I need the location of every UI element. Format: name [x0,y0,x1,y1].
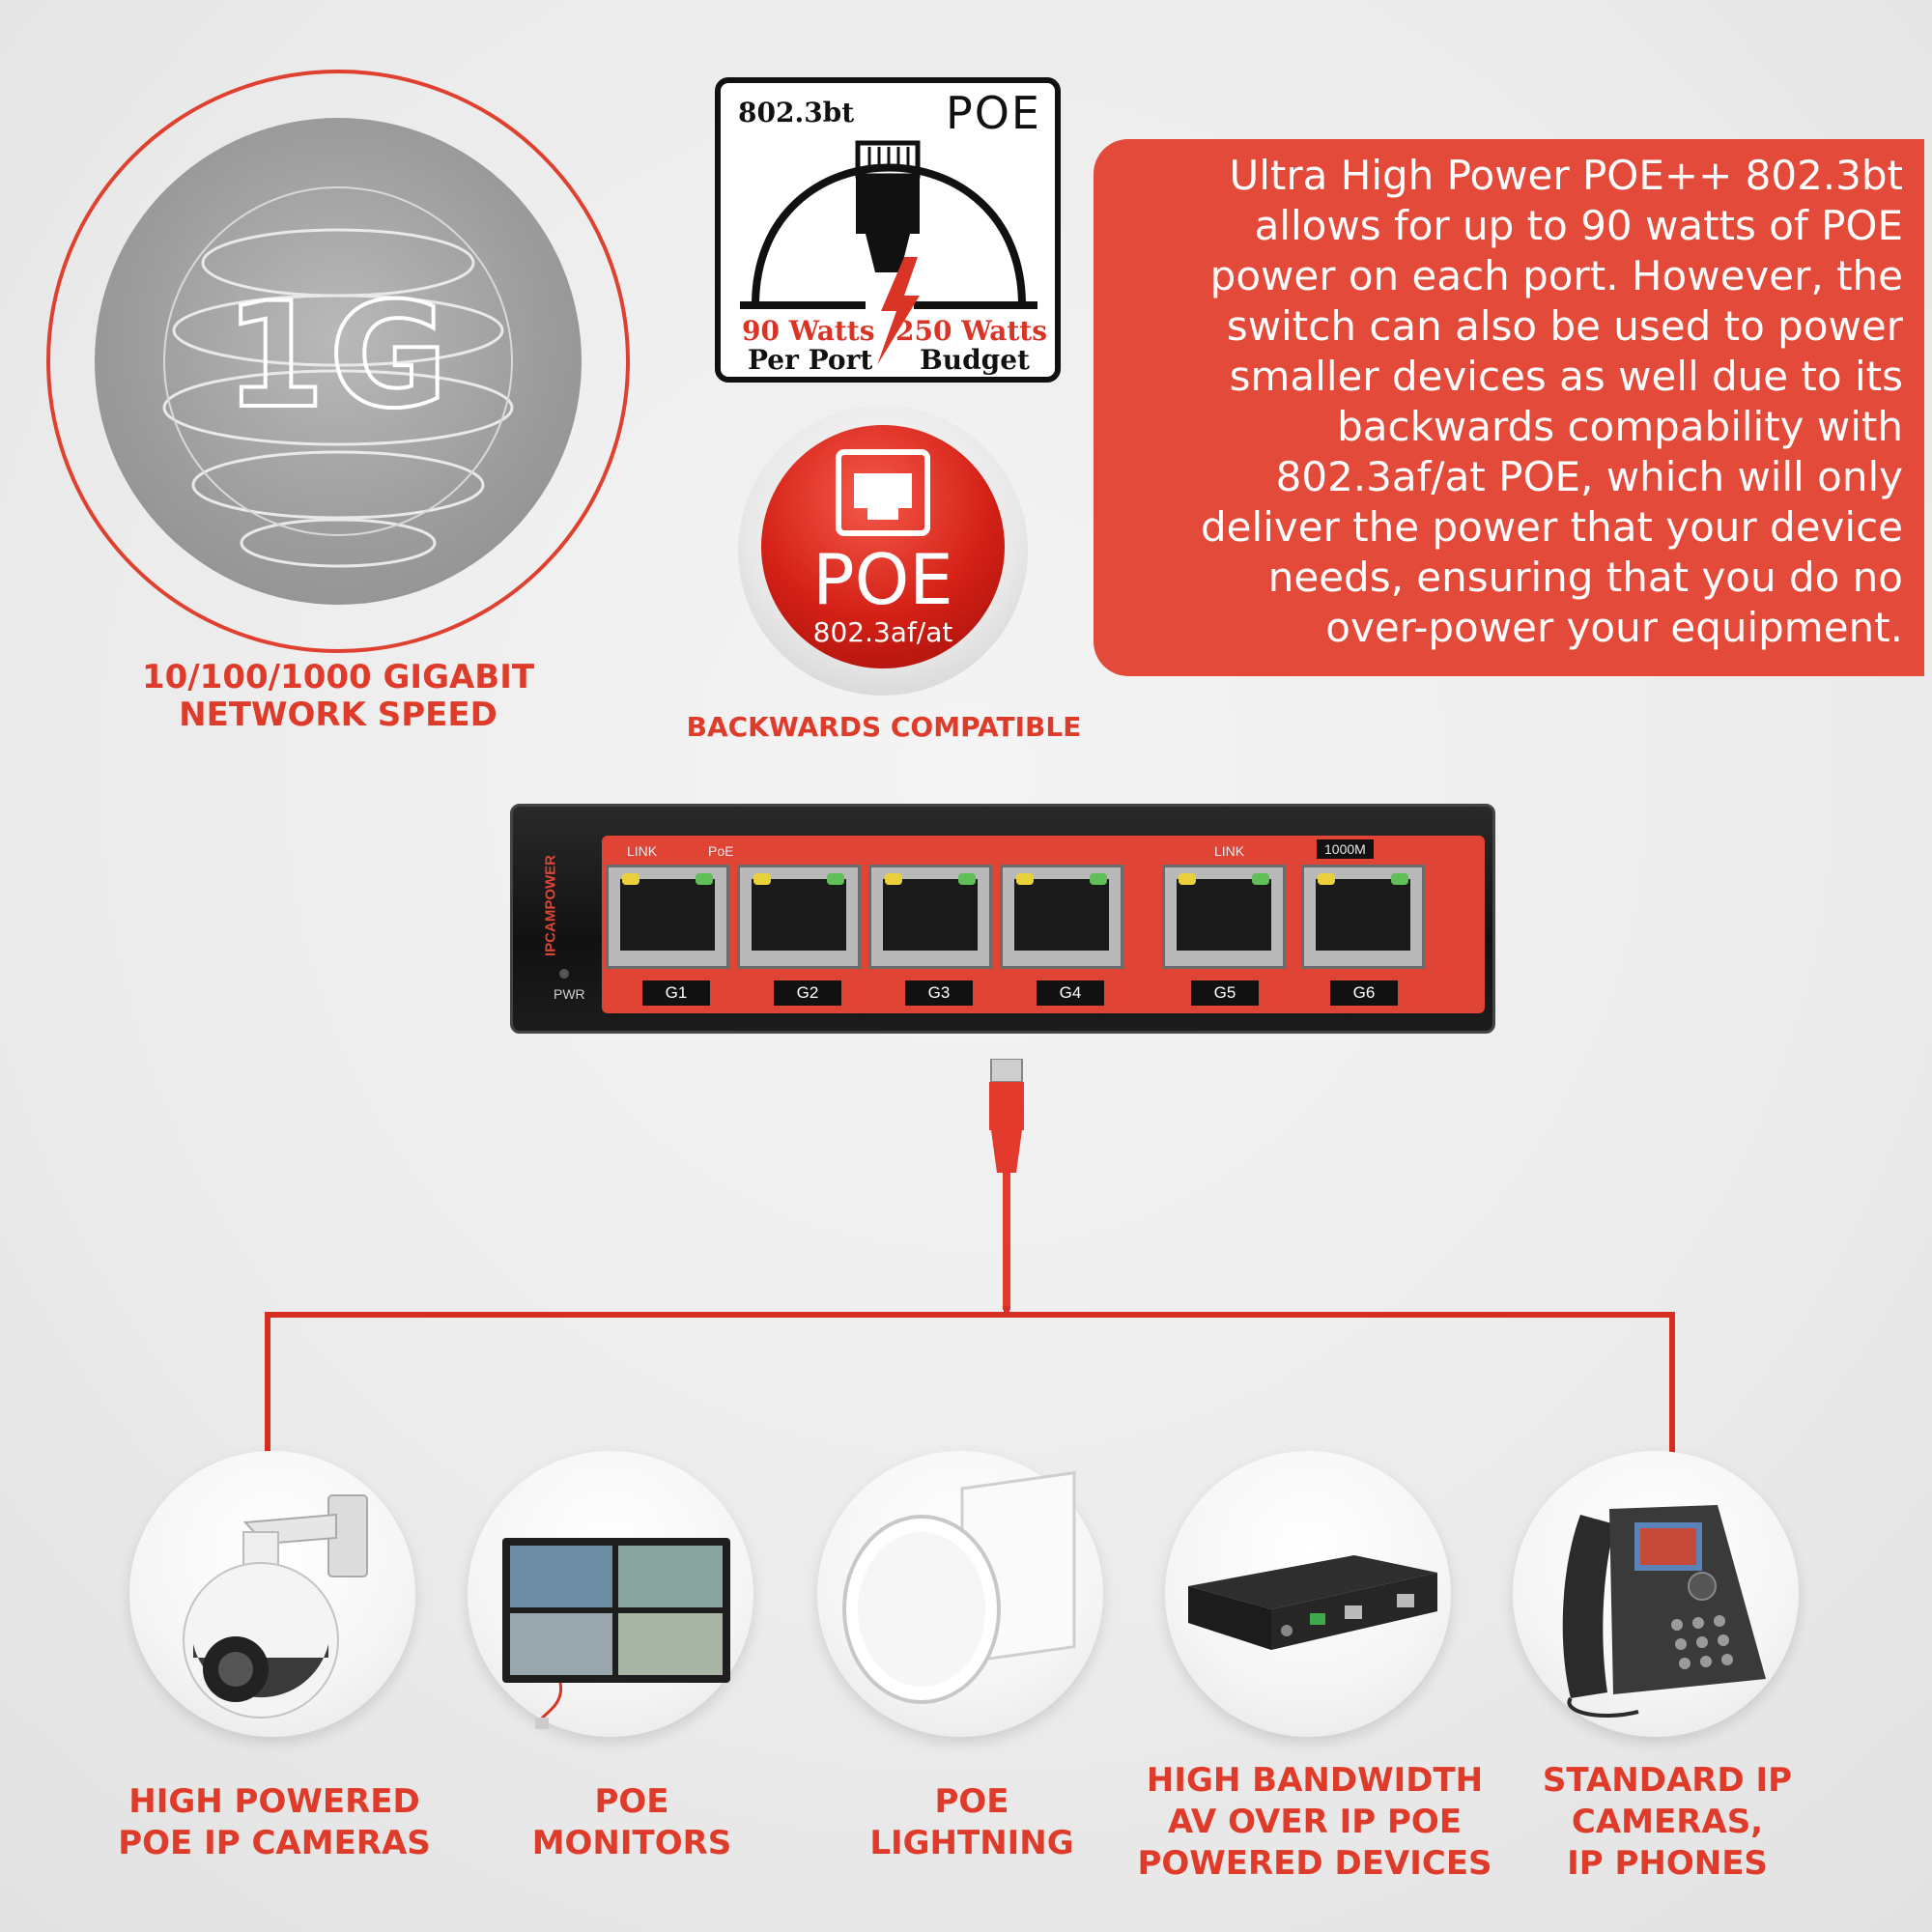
port-label-g2: G2 [774,980,841,1006]
globe-1g-text: 1G [222,270,452,442]
poe-button-standard: 802.3af/at [812,616,953,648]
device-label-monitors: POE MONITORS [458,1781,806,1864]
ethernet-port-g6[interactable] [1301,865,1425,969]
poe-label: PoE [708,843,734,859]
av-encoder-icon [1188,1555,1437,1650]
poe-button-title: POE [812,539,953,620]
ethernet-port-g5[interactable] [1162,865,1286,969]
device-circle-monitor [468,1451,753,1737]
port-label-g3: G3 [905,980,973,1006]
gigabit-globe-icon: 1G [95,118,582,605]
device-circle-ptz-camera [129,1451,415,1737]
speed-label-line1: 10/100/1000 GIGABIT [141,658,535,696]
speed-1000m-label: 1000M [1317,839,1374,859]
device-label-line1: STANDARD IP [1542,1761,1793,1800]
speed-label-line2: NETWORK SPEED [179,696,497,734]
device-label-line2: LIGHTNING [869,1824,1074,1862]
ethernet-port-icon [836,449,930,536]
link-label-right: LINK [1214,843,1245,859]
distribution-line-right [1669,1312,1675,1457]
badge-poe-text: POE [945,87,1041,139]
backwards-compatible-label: BACKWARDS COMPATIBLE [686,711,1082,743]
device-label-line1: HIGH BANDWIDTH [1146,1761,1484,1800]
device-label-av-over-ip: HIGH BANDWIDTH AV OVER IP POE POWERED DE… [1117,1760,1513,1885]
switch-port-panel: LINK PoE LINK 1000M G1 G2 G3 G4 G5 G6 [602,836,1485,1013]
port-label-g4: G4 [1037,980,1104,1006]
ethernet-port-g3[interactable] [868,865,992,969]
globe-orbits [162,186,514,568]
device-circle-ip-phone [1513,1451,1799,1737]
pwr-label: PWR [554,986,585,1002]
badge-standard: 802.3bt [738,97,855,128]
port-label-g6: G6 [1330,980,1398,1006]
info-text: Ultra High Power POE++ 802.3bt allows fo… [1201,152,1903,651]
device-label-line3: IP PHONES [1567,1844,1768,1883]
per-port-watts: 90 Watts [742,315,875,347]
device-label-line1: POE [934,1782,1009,1821]
port-label-g1: G1 [642,980,710,1006]
per-port-label: Per Port [748,344,873,376]
poe-switch: IPCAMPOWER PWR LINK PoE LINK 1000M G1 G2… [510,804,1495,1034]
ethernet-port-g4[interactable] [1000,865,1123,969]
ethernet-plug-icon [740,140,1037,365]
info-box: Ultra High Power POE++ 802.3bt allows fo… [1094,139,1924,676]
device-circle-av-encoder [1165,1451,1451,1737]
port-label-g5: G5 [1191,980,1259,1006]
distribution-line-horizontal [265,1312,1675,1318]
device-label-line2: CAMERAS, [1571,1803,1764,1841]
network-speed-label: 10/100/1000 GIGABIT NETWORK SPEED [77,659,599,734]
device-circle-panel-light [817,1451,1103,1737]
ethernet-port-g2[interactable] [737,865,861,969]
device-label-ptz-cameras: HIGH POWERED POE IP CAMERAS [81,1781,468,1864]
device-label-lightning: POE LIGHTNING [798,1781,1146,1864]
device-label-line1: POE [594,1782,669,1821]
speed-globe-ring [46,70,630,653]
device-label-line2: POE IP CAMERAS [118,1824,431,1862]
ethernet-cable-icon [989,1059,1024,1310]
device-label-ip-phones: STANDARD IP CAMERAS, IP PHONES [1493,1760,1841,1885]
budget-watts: 250 Watts [895,315,1047,347]
monitor-icon [502,1538,730,1729]
device-label-line2: MONITORS [531,1824,732,1862]
poe-af-at-button: POE 802.3af/at [761,425,1005,668]
ptz-camera-icon [183,1494,368,1719]
device-label-line2: AV OVER IP POE [1167,1803,1463,1841]
pwr-led [559,969,569,979]
switch-brand-text: IPCAMPOWER [542,855,559,956]
panel-light-icon [842,1470,1076,1704]
poe-802-3bt-badge: 802.3bt POE 90 Watts Per Port 250 Watts … [715,77,1061,383]
distribution-line-left [265,1312,270,1457]
switch-brand: IPCAMPOWER [530,845,569,980]
ethernet-port-g1[interactable] [606,865,729,969]
device-label-line3: POWERED DEVICES [1137,1844,1492,1883]
ip-phone-icon [1562,1505,1766,1719]
device-label-line1: HIGH POWERED [128,1782,420,1821]
budget-label: Budget [920,344,1030,376]
link-label-left: LINK [627,843,658,859]
